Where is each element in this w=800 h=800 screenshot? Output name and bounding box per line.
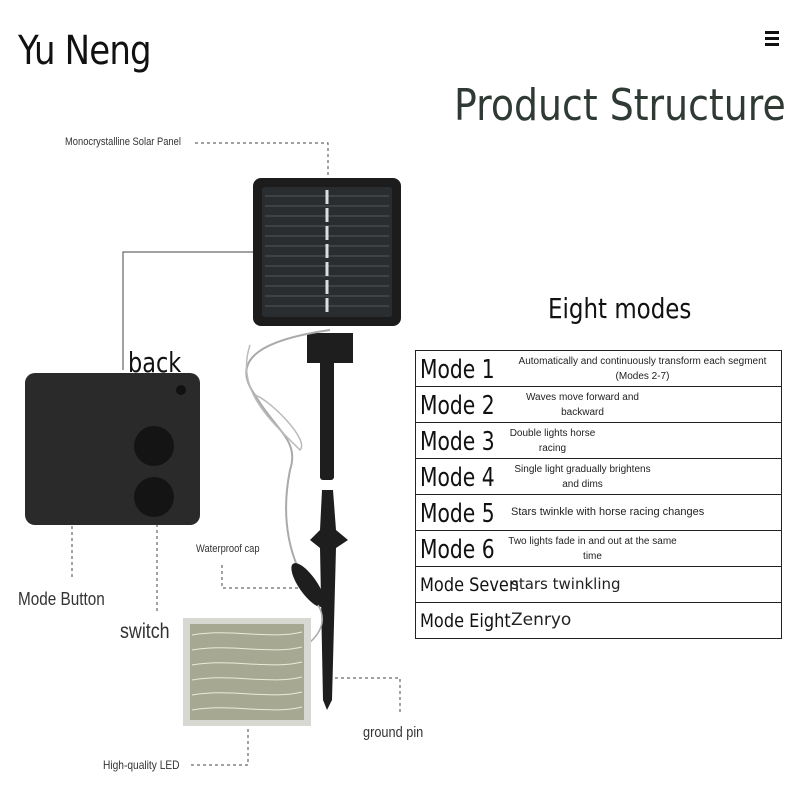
- modes-heading: Eight modes: [548, 292, 692, 325]
- mode-description: stars twinkling: [511, 575, 621, 593]
- mode-row: Mode 6 Two lights fade in and out at the…: [416, 531, 781, 567]
- mode-name: Mode Seven: [420, 574, 520, 596]
- ground-pin-label: ground pin: [363, 724, 424, 741]
- mode-button-label: Mode Button: [18, 589, 105, 609]
- mode-name: Mode 2: [420, 391, 495, 421]
- mode-description: Single light gradually brightens and dim…: [514, 463, 651, 490]
- mode-description: Two lights fade in and out at the same t…: [508, 535, 677, 562]
- mode-name: Mode 3: [420, 427, 495, 457]
- back-label: back: [128, 346, 182, 379]
- mode-description: Zenryo: [511, 610, 572, 630]
- mode-name: Mode 6: [420, 535, 495, 565]
- mode-row: Mode Eight Zenryo: [416, 603, 781, 638]
- mode-description: Double lights horse racing: [509, 427, 596, 454]
- brand-name: Yu Neng: [18, 28, 152, 74]
- mode-row: Mode 1 Automatically and continuously tr…: [416, 351, 781, 387]
- page-title: Product Structure: [454, 80, 786, 131]
- mode-name: Mode 4: [420, 463, 495, 493]
- mode-row: Mode 5 Stars twinkle with horse racing c…: [416, 495, 781, 531]
- solar-panel-label: Monocrystalline Solar Panel: [65, 136, 181, 148]
- led-label: High-quality LED: [103, 758, 180, 772]
- mode-row: Mode 3 Double lights horse racing: [416, 423, 781, 459]
- mode-row: Mode 4 Single light gradually brightens …: [416, 459, 781, 495]
- mode-row: Mode 2 Waves move forward and backward: [416, 387, 781, 423]
- mode-row: Mode Seven stars twinkling: [416, 567, 781, 603]
- mode-description: Waves move forward and backward: [525, 391, 639, 418]
- switch-label: switch: [120, 620, 170, 643]
- mode-name: Mode 1: [420, 355, 495, 385]
- mode-description: Automatically and continuously transform…: [518, 355, 767, 382]
- mode-name: Mode Eight: [420, 610, 511, 632]
- waterproof-cap-label: Waterproof cap: [196, 543, 260, 555]
- mode-name: Mode 5: [420, 499, 495, 529]
- modes-table: Mode 1 Automatically and continuously tr…: [415, 350, 782, 639]
- mode-description: Stars twinkle with horse racing changes: [511, 506, 705, 518]
- menu-icon[interactable]: [765, 31, 779, 47]
